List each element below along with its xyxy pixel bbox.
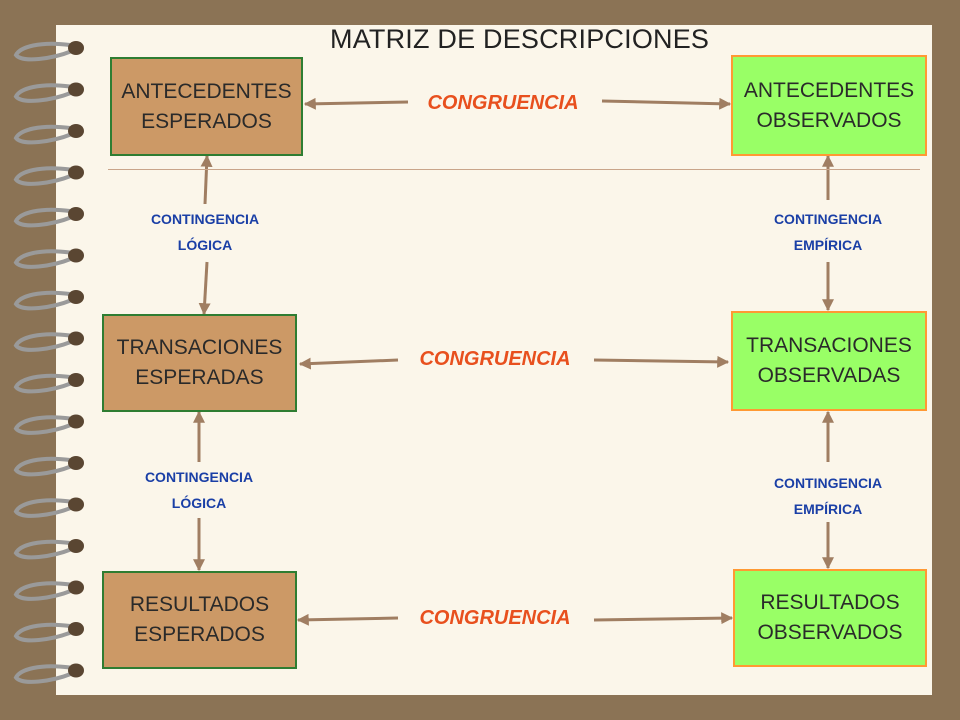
spiral-binding-icon — [13, 41, 84, 684]
spiral-ring — [13, 622, 73, 643]
spiral-ring — [13, 332, 73, 352]
spiral-hole — [68, 207, 84, 221]
congruence-arrow-row-1 — [303, 97, 732, 110]
arrow-right-segment — [593, 612, 734, 625]
box-observed-antecedents: ANTECEDENTES OBSERVADOS — [731, 55, 927, 156]
spiral-hole — [68, 82, 84, 97]
logical-contingency-label-upper: CONTINGENCIA LÓGICA — [150, 211, 260, 253]
logical-contingency-arrow-upper — [198, 154, 213, 316]
empirical-contingency-label-lower: CONTINGENCIA EMPÍRICA — [773, 475, 883, 517]
box-expected-antecedents: ANTECEDENTES ESPERADOS — [110, 57, 303, 156]
spiral-hole — [68, 622, 84, 636]
congruence-arrow-row-3 — [296, 612, 734, 626]
spiral-hole — [68, 373, 84, 387]
arrow-right-segment — [601, 97, 732, 110]
arrow-left-segment — [303, 97, 409, 110]
spiral-hole — [68, 663, 84, 678]
spiral-hole — [68, 456, 84, 470]
spiral-hole — [68, 497, 84, 512]
congruence-label-row-3: CONGRUENCIA — [419, 607, 571, 629]
arrow-left-segment — [296, 613, 399, 626]
arrow-left-segment — [298, 357, 399, 370]
spiral-ring — [13, 456, 73, 477]
spiral-hole — [68, 539, 84, 553]
spiral-ring — [13, 539, 73, 560]
spiral-hole — [68, 290, 84, 304]
spiral-ring — [13, 581, 73, 601]
spiral-hole — [68, 41, 84, 55]
divider-line — [108, 169, 920, 170]
spiral-ring — [13, 249, 73, 269]
spiral-hole — [68, 165, 84, 180]
spiral-ring — [13, 41, 73, 62]
spiral-ring — [13, 664, 73, 684]
congruence-label-row-1: CONGRUENCIA — [427, 92, 579, 114]
congruence-label-row-2: CONGRUENCIA — [419, 348, 571, 370]
spiral-hole — [68, 414, 84, 429]
spiral-hole — [68, 248, 84, 263]
spiral-ring — [13, 166, 73, 186]
spiral-ring — [13, 290, 73, 311]
spiral-ring — [13, 207, 73, 228]
spiral-hole — [68, 124, 84, 138]
spiral-ring — [13, 498, 73, 518]
spiral-ring — [13, 373, 73, 394]
spiral-hole — [68, 331, 84, 346]
box-observed-results: RESULTADOS OBSERVADOS — [733, 569, 927, 667]
page-title: MATRIZ DE DESCRIPCIONES — [330, 24, 710, 54]
congruence-arrow-row-2 — [298, 355, 730, 370]
box-expected-results: RESULTADOS ESPERADOS — [102, 571, 297, 669]
spiral-ring — [13, 124, 73, 145]
logical-contingency-label-lower: CONTINGENCIA LÓGICA — [144, 469, 254, 511]
arrow-right-segment — [593, 355, 730, 368]
spiral-ring — [13, 415, 73, 435]
box-observed-transactions: TRANSACIONES OBSERVADAS — [731, 311, 927, 411]
empirical-contingency-label-upper: CONTINGENCIA EMPÍRICA — [773, 211, 883, 253]
spiral-ring — [13, 83, 73, 103]
spiral-hole — [68, 580, 84, 595]
box-expected-transactions: TRANSACIONES ESPERADAS — [102, 314, 297, 412]
